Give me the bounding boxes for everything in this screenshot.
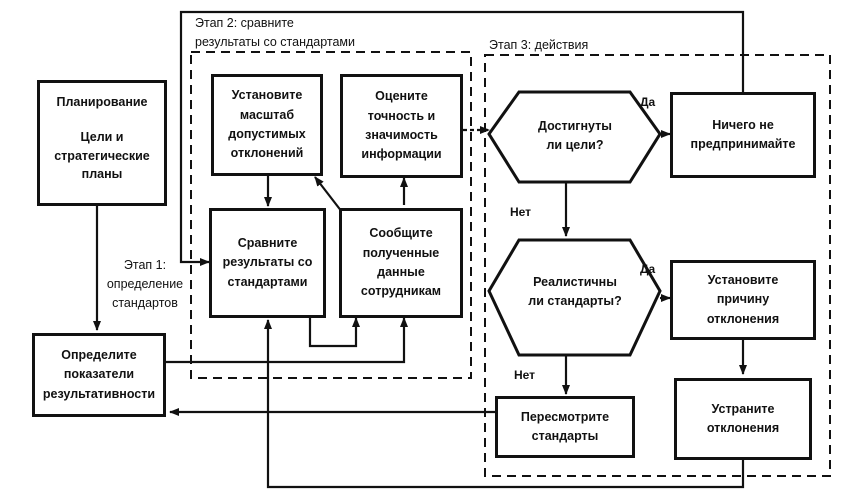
goals-question: Достигнуты ли цели? bbox=[538, 118, 612, 152]
stage2-group bbox=[190, 51, 472, 379]
compare-text: Сравните результаты со стандартами bbox=[222, 235, 313, 289]
cause-box: Установите причину отклонения bbox=[670, 260, 816, 340]
planning-title: Планирование bbox=[56, 95, 148, 109]
indicators-box: Определите показатели результативности bbox=[32, 333, 166, 417]
nothing-text: Ничего не предпринимайте bbox=[690, 117, 796, 151]
compare-box: Сравните результаты со стандартами bbox=[209, 208, 326, 318]
stage2-label: Этап 2: сравните результаты со стандарта… bbox=[195, 16, 356, 49]
report-text: Сообщите полученные данные сотрудникам bbox=[360, 226, 442, 299]
stage3-label: Этап 3: действия bbox=[489, 38, 589, 52]
planning-box: Планирование Цели и стратегические планы bbox=[37, 80, 167, 206]
eliminate-box: Устраните отклонения bbox=[674, 378, 812, 460]
evaluate-box: Оцените точность и значимость информации bbox=[340, 74, 463, 178]
planning-body: Цели и стратегические планы bbox=[54, 129, 150, 182]
eliminate-text: Устраните отклонения bbox=[706, 401, 780, 435]
stage3-group bbox=[484, 54, 831, 477]
yes-label-realistic: Да bbox=[640, 262, 656, 276]
stage1-label: Этап 1: определение стандартов bbox=[106, 258, 184, 310]
scale-text: Установите масштаб допустимых отклонений bbox=[228, 88, 306, 161]
revise-box: Пересмотрите стандарты bbox=[495, 396, 635, 458]
yes-label-goals: Да bbox=[640, 95, 656, 109]
cause-text: Установите причину отклонения bbox=[706, 272, 780, 326]
indicators-text: Определите показатели результативности bbox=[42, 347, 156, 401]
report-box: Сообщите полученные данные сотрудникам bbox=[339, 208, 463, 318]
realistic-hexagon bbox=[487, 238, 662, 357]
scale-box: Установите масштаб допустимых отклонений bbox=[211, 74, 323, 176]
no-label-realistic: Нет bbox=[514, 368, 536, 382]
realistic-question: Реалистичны ли стандарты? bbox=[528, 274, 622, 308]
nothing-box: Ничего не предпринимайте bbox=[670, 92, 816, 178]
revise-text: Пересмотрите стандарты bbox=[520, 409, 610, 443]
evaluate-text: Оцените точность и значимость информации bbox=[361, 89, 442, 162]
goals-hexagon bbox=[487, 90, 662, 184]
no-label-goals: Нет bbox=[510, 205, 532, 219]
